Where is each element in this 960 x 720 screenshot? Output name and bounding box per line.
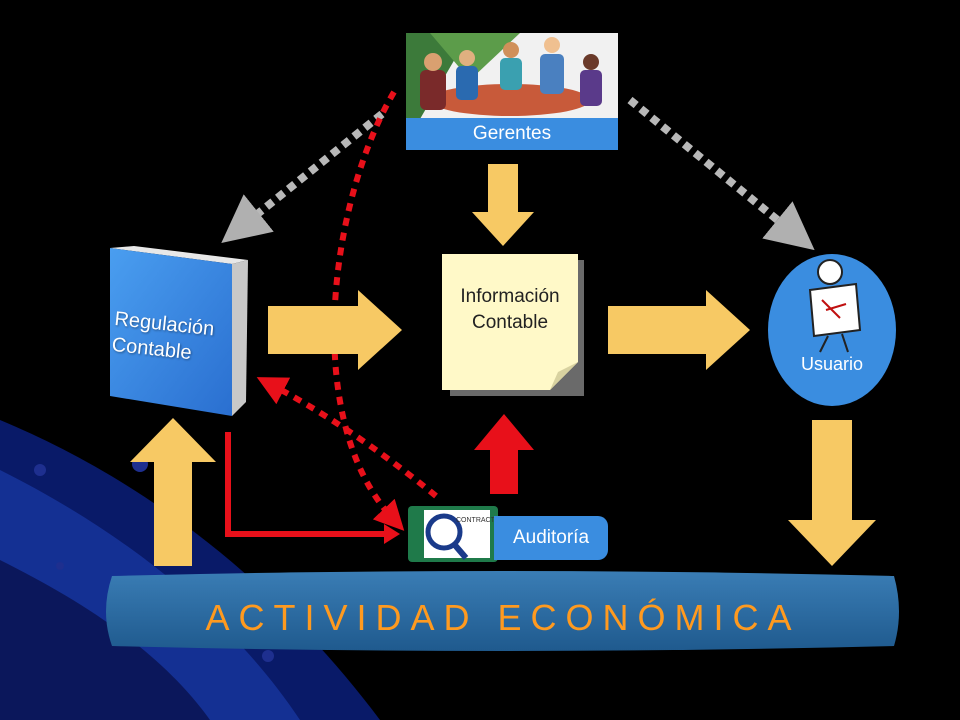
arrow-gerentes-to-info [472, 164, 534, 246]
actividad-economica-title: ACTIVIDAD ECONÓMICA [205, 597, 801, 638]
magnifier-contract-icon: CONTRACT [408, 506, 498, 562]
dotted-gray-arrows [221, 96, 815, 251]
arrow-regulacion-to-auditoria [225, 432, 386, 537]
informacion-note-icon [442, 254, 584, 396]
arrow-actividad-to-regulacion [130, 418, 216, 566]
informacion-contable-label: Información Contable [443, 284, 577, 335]
red-arrows [225, 414, 534, 544]
arrow-regulacion-to-info [268, 290, 402, 370]
informacion-line-1: Información [460, 286, 560, 307]
informacion-line-2: Contable [471, 311, 549, 333]
regulacion-book-icon [110, 246, 248, 416]
arrow-usuario-to-actividad [788, 420, 876, 566]
gerentes-label: Gerentes [406, 118, 618, 150]
meeting-people-icon [406, 33, 618, 119]
auditoria-label: Auditoría [494, 516, 608, 560]
actividad-banner [106, 571, 899, 651]
arrow-auditoria-to-info [474, 414, 534, 494]
yellow-arrows [130, 164, 876, 566]
usuario-label: Usuario [800, 354, 864, 374]
arrow-info-to-usuario [608, 290, 750, 370]
person-reading-icon [808, 259, 862, 353]
contract-text: CONTRACT [456, 517, 496, 524]
